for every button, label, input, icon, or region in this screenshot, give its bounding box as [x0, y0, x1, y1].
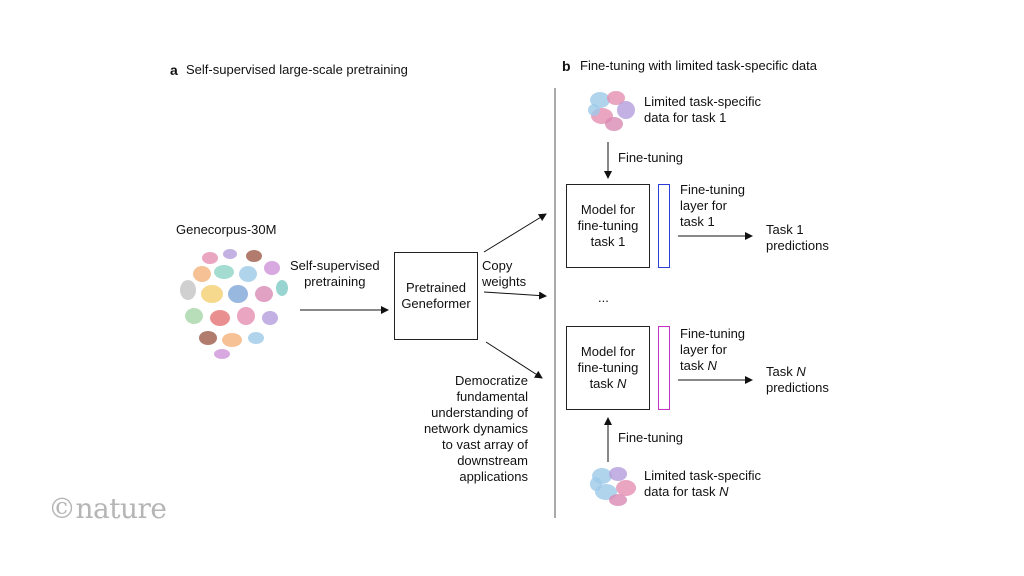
ellipsis: ...	[598, 290, 609, 305]
task1-data-map	[588, 91, 635, 131]
genecorpus-cell-map	[180, 249, 288, 359]
cell-cluster	[248, 332, 264, 344]
copy-weights-label: Copy weights	[482, 258, 527, 289]
task1-data-label: Limited task-specific data for task 1	[644, 94, 762, 125]
cell-cluster	[262, 311, 278, 325]
cell-cluster	[210, 310, 230, 326]
nature-logo: ©nature	[48, 492, 167, 525]
cell-cluster	[202, 252, 218, 264]
taskN-predictions-label: Task N predictions	[766, 364, 829, 395]
cell-cluster	[588, 104, 600, 116]
copy-arrow-up	[483, 213, 547, 253]
pretraining-arrow-label: Self-supervised pretraining	[290, 258, 380, 289]
taskN-layer-label: Fine-tuning layer for task N	[680, 326, 746, 373]
cell-cluster	[264, 261, 280, 275]
cell-cluster	[239, 266, 257, 282]
cell-cluster	[222, 333, 242, 347]
cell-cluster	[214, 265, 234, 279]
task1-model-box: Model for fine-tuning task 1	[566, 184, 650, 268]
cell-cluster	[607, 91, 625, 105]
cell-cluster	[276, 280, 288, 296]
democratize-arrow	[485, 341, 543, 379]
panel-a-title: Self-supervised large-scale pretraining	[186, 62, 408, 77]
democratize-text: Democratize fundamental understanding of…	[423, 373, 528, 484]
cell-cluster	[237, 307, 255, 325]
cell-cluster	[590, 477, 602, 491]
taskN-finetune-label: Fine-tuning	[618, 430, 684, 445]
cell-cluster	[605, 117, 623, 131]
cell-cluster	[617, 101, 635, 119]
copy-arrow-mid	[483, 291, 547, 300]
cell-cluster	[193, 266, 211, 282]
cell-cluster	[223, 249, 237, 259]
task1-finetune-layer	[658, 184, 670, 268]
corpus-label: Genecorpus-30M	[176, 222, 277, 237]
cell-cluster	[228, 285, 248, 303]
taskN-finetune-layer	[658, 326, 670, 410]
cell-cluster	[590, 92, 610, 108]
cell-cluster	[246, 250, 262, 262]
cell-cluster	[214, 349, 230, 359]
taskN-model-box: Model for fine-tuning task N	[566, 326, 650, 410]
task1-finetune-label: Fine-tuning	[618, 150, 684, 165]
cell-cluster	[616, 480, 636, 496]
task1-predictions-label: Task 1 predictions	[766, 222, 829, 253]
taskN-data-map	[590, 467, 636, 506]
cell-cluster	[609, 467, 627, 481]
panel-b-letter: b	[562, 58, 571, 74]
cell-cluster	[180, 280, 196, 300]
cell-cluster	[199, 331, 217, 345]
taskN-data-label: Limited task-specific data for task N	[644, 468, 762, 499]
cell-cluster	[201, 285, 223, 303]
panel-b-title: Fine-tuning with limited task-specific d…	[580, 58, 817, 73]
cell-cluster	[255, 286, 273, 302]
cell-cluster	[185, 308, 203, 324]
panel-a-letter: a	[170, 62, 178, 78]
cell-cluster	[609, 494, 627, 506]
pretrained-geneformer-box: Pretrained Geneformer	[394, 252, 478, 340]
task1-layer-label: Fine-tuning layer for task 1	[680, 182, 746, 229]
